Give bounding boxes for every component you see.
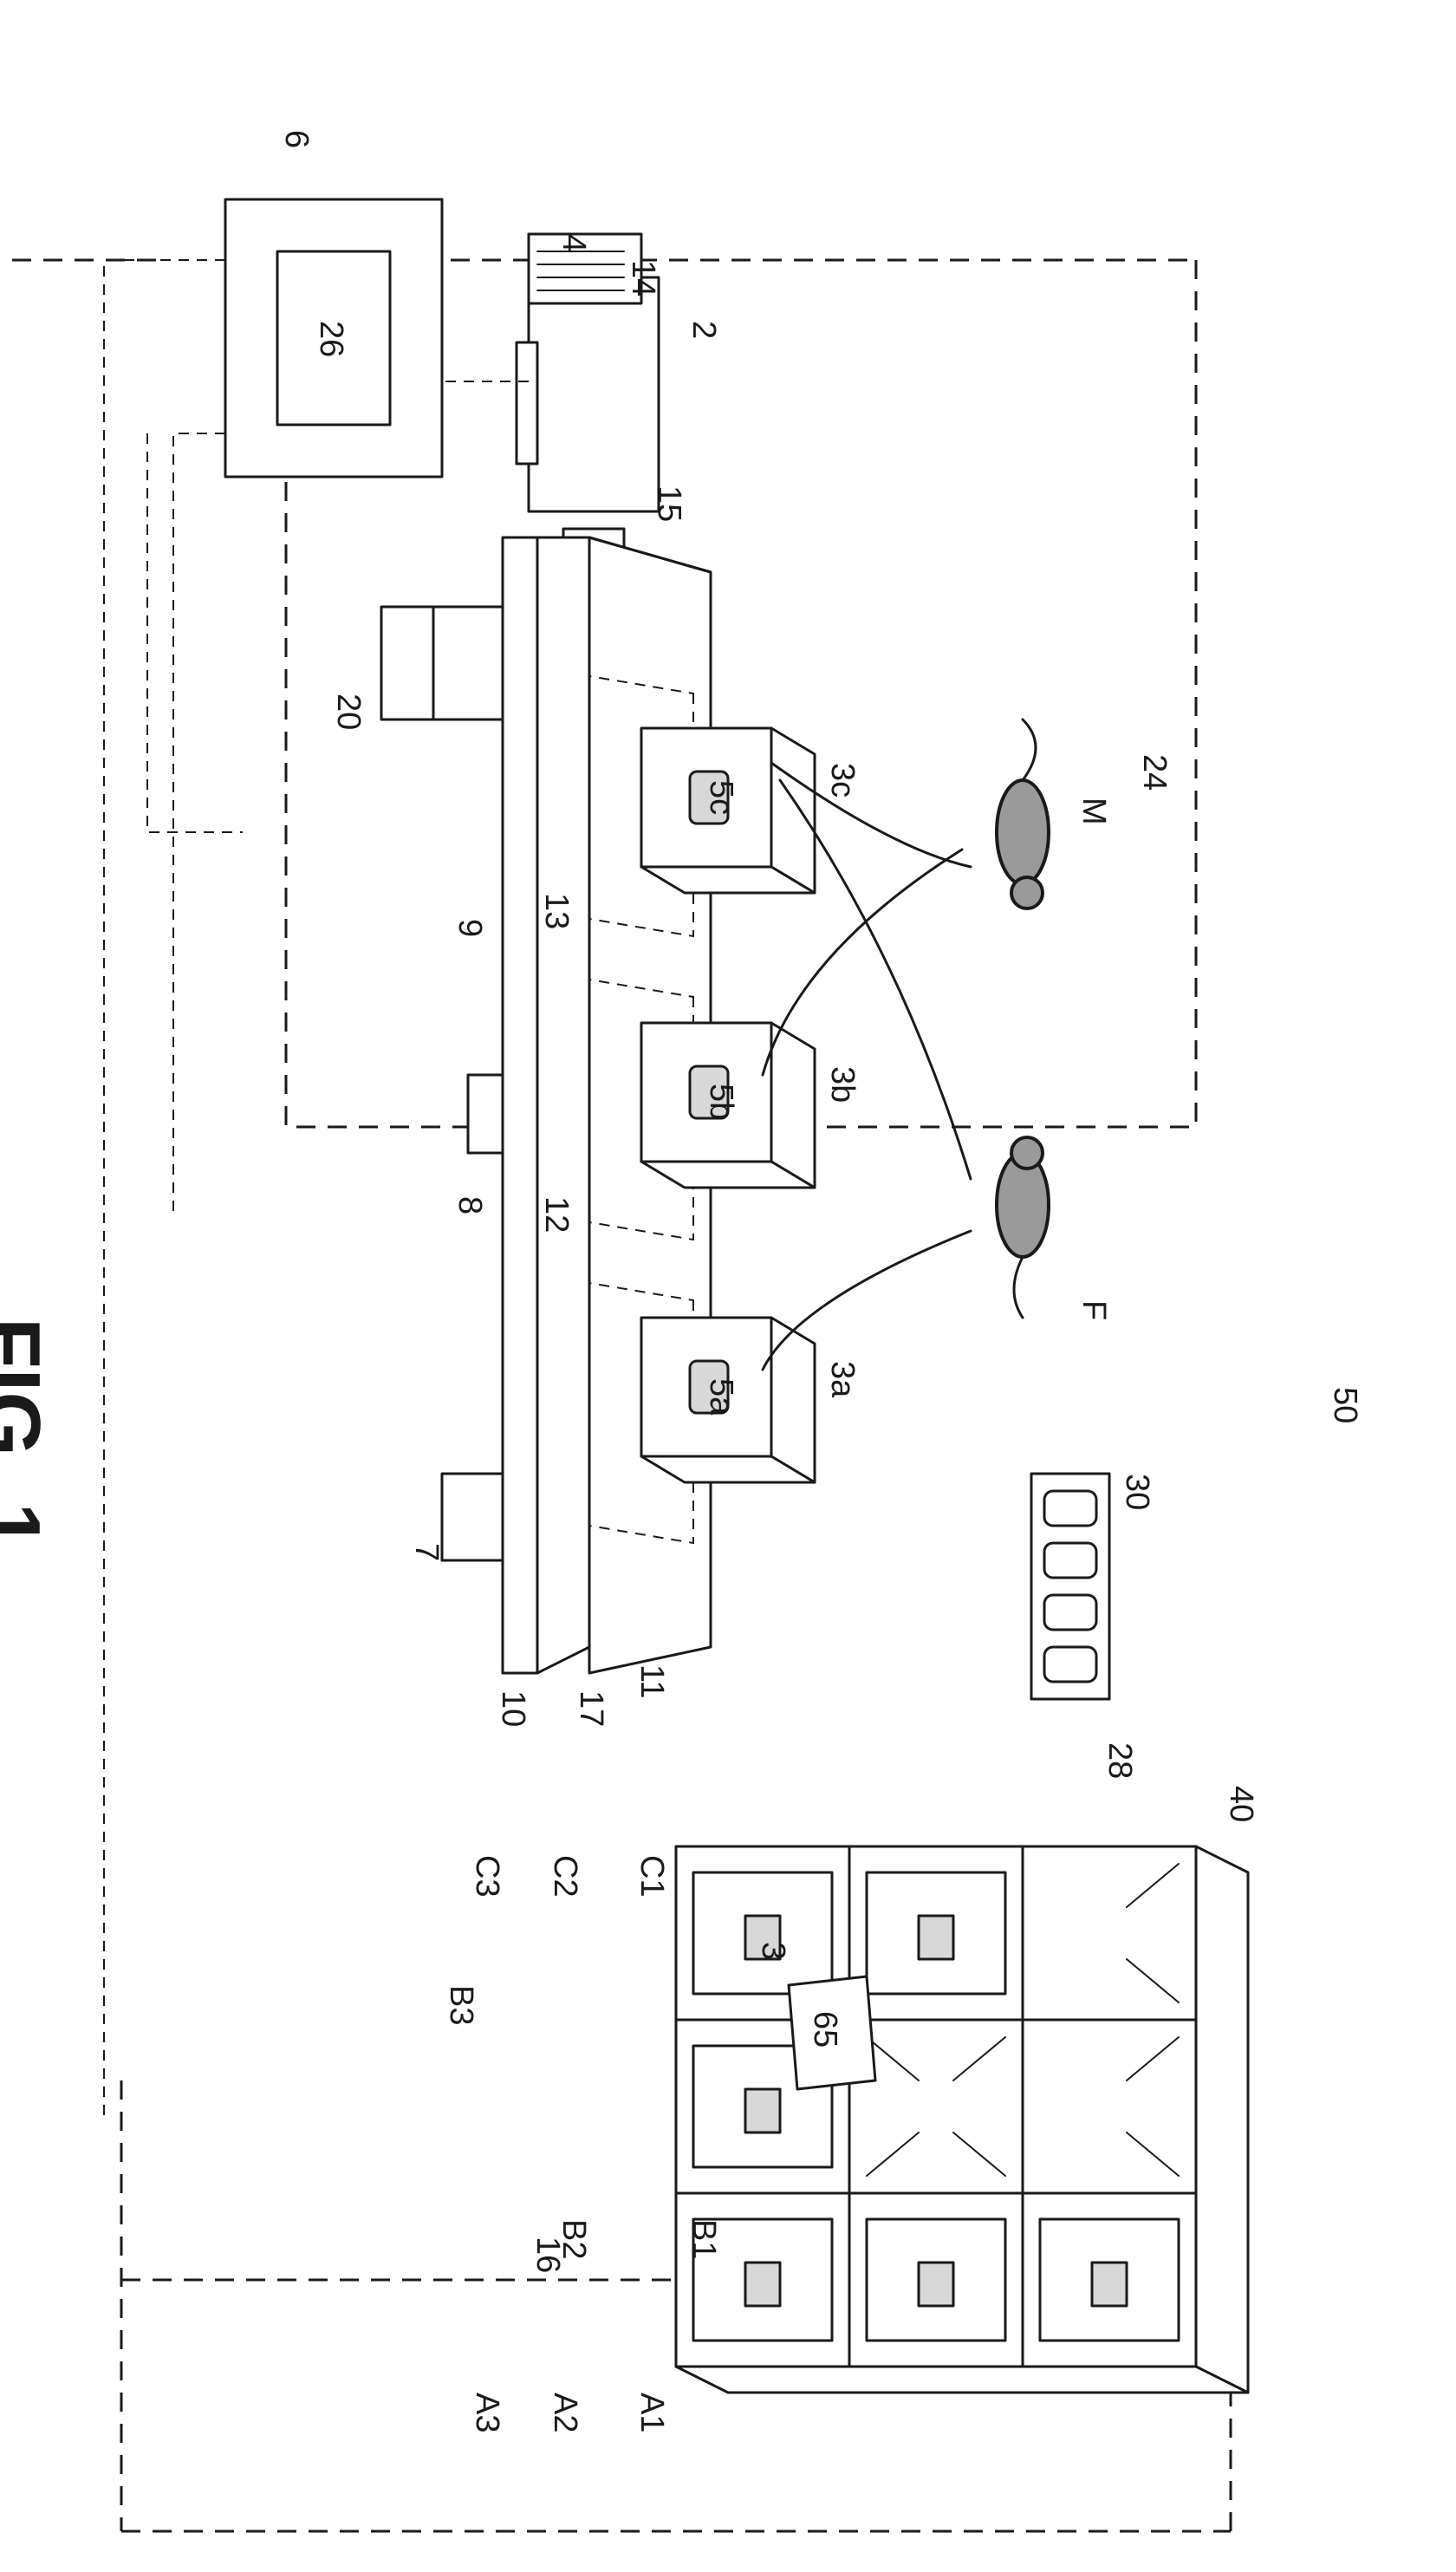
label-7: 7 [408, 1543, 445, 1561]
label-C1: C1 [634, 1855, 670, 1898]
label-15: 15 [651, 485, 687, 522]
monitor-link-a [104, 260, 225, 2115]
mouse-F [997, 1137, 1049, 1318]
label-5a: 5a [703, 1378, 739, 1416]
label-C2: C2 [547, 1855, 583, 1898]
cage-storage-cabinet [676, 1846, 1248, 2393]
label-M: M [1076, 798, 1112, 825]
label-65: 65 [807, 2011, 843, 2048]
label-24: 24 [1136, 754, 1173, 791]
label-A3: A3 [469, 2393, 505, 2432]
label-B3: B3 [443, 1985, 479, 2025]
figure-title: FIG. 1 [0, 1318, 57, 1549]
label-20: 20 [330, 693, 367, 730]
label-4: 4 [556, 234, 592, 252]
label-13: 13 [538, 893, 575, 929]
mouse-M [997, 720, 1049, 908]
label-8: 8 [452, 1196, 488, 1214]
label-C3: C3 [469, 1855, 505, 1898]
label-3: 3 [755, 1942, 791, 1960]
label-F: F [1076, 1300, 1112, 1320]
label-26: 26 [313, 321, 349, 357]
label-16: 16 [530, 2237, 566, 2273]
monitor-link-c [147, 433, 243, 832]
label-9: 9 [452, 919, 488, 937]
label-28: 28 [1102, 1742, 1138, 1779]
label-12: 12 [538, 1196, 575, 1233]
label-B1: B1 [686, 2219, 722, 2259]
label-5b: 5b [703, 1084, 739, 1120]
label-A1: A1 [634, 2393, 670, 2432]
label-50: 50 [1327, 1387, 1363, 1423]
tag-rack-28 [1031, 1474, 1109, 1699]
label-40: 40 [1223, 1786, 1259, 1822]
label-3c: 3c [824, 763, 861, 798]
label-10: 10 [495, 1690, 531, 1727]
monitor-link-b [173, 433, 225, 1214]
label-14: 14 [625, 260, 661, 296]
label-6: 6 [278, 130, 315, 148]
label-3b: 3b [824, 1066, 861, 1103]
label-5c: 5c [703, 780, 739, 815]
label-A2: A2 [547, 2393, 583, 2432]
label-2: 2 [686, 321, 722, 339]
label-17: 17 [573, 1690, 609, 1727]
label-3a: 3a [824, 1361, 861, 1398]
label-30: 30 [1119, 1474, 1155, 1510]
label-11: 11 [634, 1664, 670, 1698]
